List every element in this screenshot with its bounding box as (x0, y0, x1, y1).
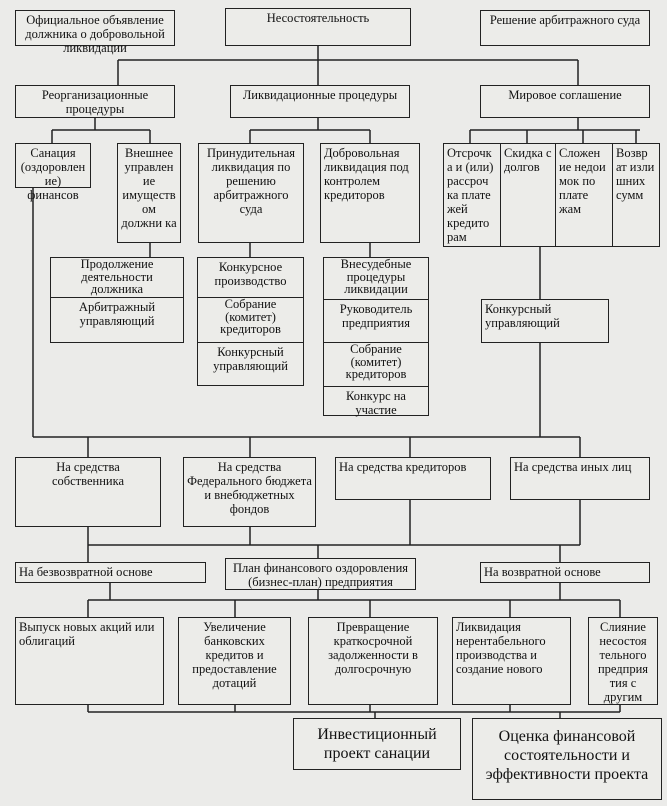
reorg-procedures-box: Реорганизационные процедуры (15, 85, 175, 118)
bankruptcy-proceedings-box: Конкурсное производство (197, 257, 304, 298)
creditors-funds-box: На средства кредиторов (335, 457, 491, 500)
conversion-box: Превращение краткосрочной задолженности … (308, 617, 438, 705)
announcement-box: Официальное объявление должника о добров… (15, 10, 175, 55)
grant-basis-box: На безвозвратной основе (15, 562, 206, 583)
deferral-box: Отсрочк а и (или) рассроч ка плате жей к… (443, 143, 501, 247)
credits-box: Увеличение банковских кредитов и предост… (178, 617, 291, 705)
settlement-box: Мировое соглашение (480, 85, 650, 118)
addition-box: Сложен ие недои мок по плате жам (555, 143, 613, 247)
arbitration-manager-box: Арбитражный управляющий (50, 297, 184, 343)
head-box: Руководитель предприятия (323, 299, 429, 343)
liquidation-procedures-box: Ликвидационные процедуры (230, 85, 410, 118)
evaluation-box: Оценка финансовой состоятельности и эффе… (472, 718, 662, 800)
repayable-basis-box: На возвратной основе (480, 562, 650, 583)
liquidate-new-box: Ликвидация нерентабельного производства … (452, 617, 571, 705)
tender-box: Конкурс на участие (323, 386, 429, 417)
forced-liquidation-box: Принудительная ликвидация по решению арб… (198, 143, 304, 243)
voluntary-liquidation-box: Добровольная ликвидация под контролем кр… (320, 143, 420, 243)
other-funds-box: На средства иных лиц (510, 457, 650, 500)
discount-box: Скидка с долгов (500, 143, 556, 247)
investment-project-box: Инвестиционный проект санации (293, 718, 461, 770)
refund-box: Возвр ат изли шних сумм (612, 143, 660, 247)
external-management-box: Внешнее управлен ие имуществ ом должни к… (117, 143, 181, 243)
sanation-box: Санация (оздоровлен ие) финансов (15, 143, 91, 202)
creditors-meeting-box: Собрание (комитет) кредиторов (197, 297, 304, 343)
bankruptcy-manager-box-2: Конкурсный управляющий (481, 299, 609, 343)
court-decision-box: Решение арбитражного суда (480, 10, 650, 46)
merger-box: Слияние несостоя тельного предприя тия с… (588, 617, 658, 705)
plan-box: План финансового оздоровления (бизнес-пл… (225, 558, 416, 590)
creditors-meeting-box-2: Собрание (комитет) кредиторов (323, 342, 429, 387)
owner-funds-box: На средства собственника (15, 457, 161, 527)
out-of-court-box: Внесудебные процедуры ликвидации (323, 257, 429, 300)
federal-funds-box: На средства Федерального бюджета и внебю… (183, 457, 316, 527)
insolvency-box: Несостоятельность (225, 8, 411, 46)
continuation-box: Продолжение деятельности должника (50, 257, 184, 298)
bankruptcy-manager-box: Конкурсный управляющий (197, 342, 304, 386)
shares-box: Выпуск новых акций или облигаций (15, 617, 164, 705)
